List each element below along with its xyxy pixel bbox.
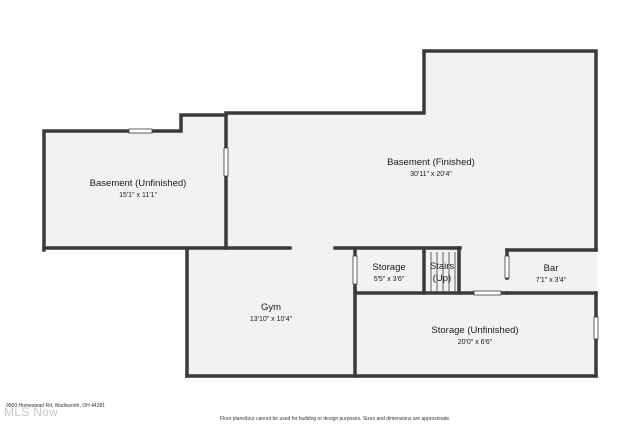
gym-dims: 13'10" x 10'4" <box>250 316 293 323</box>
bar-dims: 7'1" x 3'4" <box>536 277 567 284</box>
gym-name: Gym <box>261 302 281 313</box>
stairs-treads <box>430 252 456 292</box>
basement-finished-name: Basement (Finished) <box>387 157 475 168</box>
mls-watermark: MLS Now <box>4 405 59 419</box>
basement-unfinished-dims: 15'1" x 11'1" <box>119 192 157 199</box>
disclaimer-text: Floor plans/tour cannot be used for buil… <box>220 416 451 422</box>
storage-name: Storage <box>372 262 405 273</box>
floor-area <box>44 51 597 376</box>
storage-dims: 5'5" x 3'6" <box>374 276 405 283</box>
basement-finished-dims: 30'11" x 20'4" <box>410 171 452 178</box>
bar-name: Bar <box>544 263 559 274</box>
storage-unfinished-name: Storage (Unfinished) <box>431 325 518 336</box>
stairs-name: Stairs <box>430 261 455 272</box>
stairs-direction: (Up) <box>433 273 451 284</box>
basement-unfinished-name: Basement (Unfinished) <box>90 178 187 189</box>
storage-unfinished-dims: 20'0" x 6'6" <box>458 339 493 346</box>
property-address: 9900 Homestead Rd, Wadsworth, OH 44281 <box>6 403 106 409</box>
windows <box>128 128 599 340</box>
